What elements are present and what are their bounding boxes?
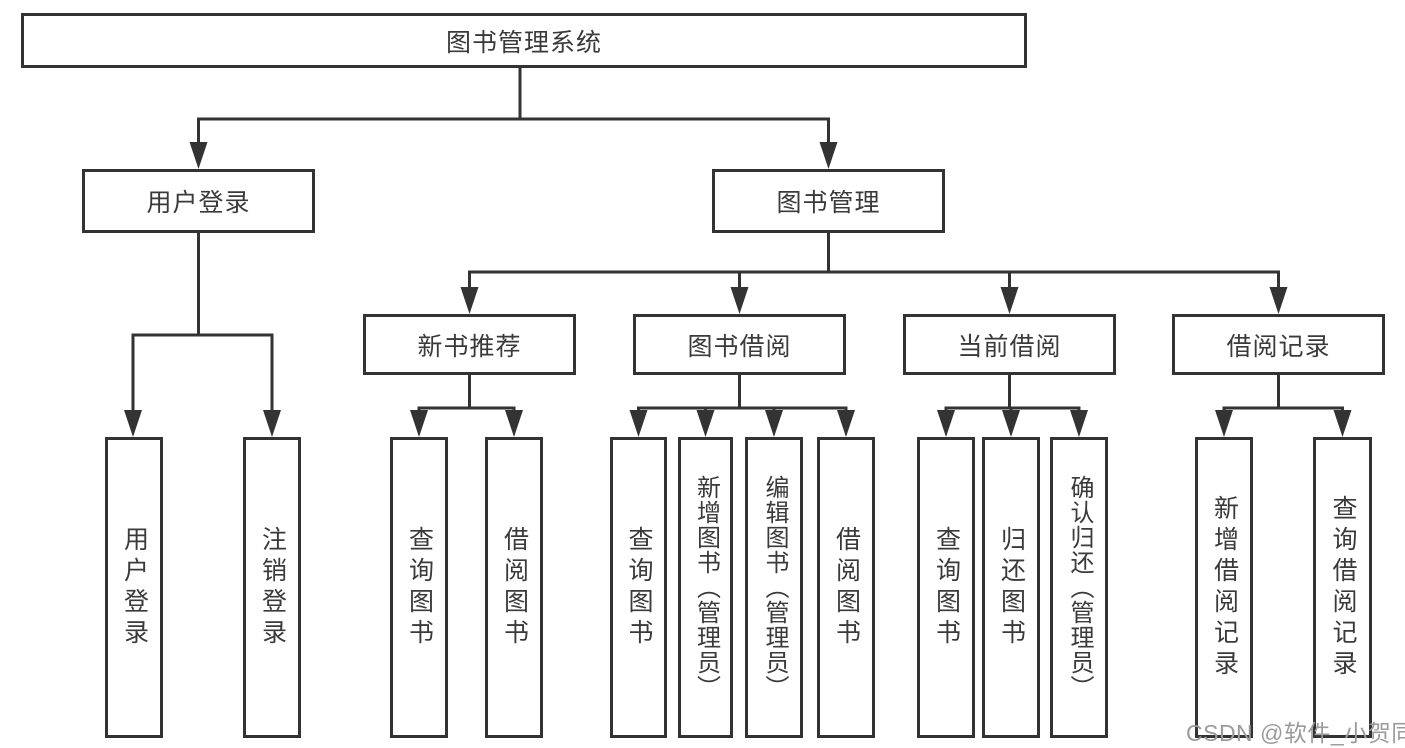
leaf-query-borrow-record: 查询借阅记录 — [1313, 437, 1372, 738]
node-label: 查询图书 — [625, 525, 653, 650]
node-label: 查询图书 — [405, 525, 434, 650]
node-label: 归还图书 — [997, 525, 1026, 650]
leaf-logout: 注销登录 — [243, 437, 301, 738]
node-label: 查询图书 — [932, 525, 961, 650]
node-user-login: 用户登录 — [82, 169, 315, 233]
node-label: 编辑图书（管理员） — [761, 475, 788, 700]
node-label: 查询借阅记录 — [1329, 494, 1357, 681]
node-borrowing-records: 借阅记录 — [1172, 314, 1385, 375]
node-book-management: 图书管理 — [712, 169, 945, 233]
leaf-add-books-admin: 新增图书（管理员） — [678, 437, 733, 738]
leaf-borrow-books: 借阅图书 — [817, 437, 875, 738]
node-label: 借阅图书 — [500, 525, 529, 650]
node-label: 当前借阅 — [957, 332, 1062, 361]
csdn-watermark: CSDN @软件_小贺同学 — [1186, 720, 1405, 746]
leaf-edit-books-admin: 编辑图书（管理员） — [745, 437, 803, 738]
node-book-borrowing: 图书借阅 — [633, 314, 846, 375]
leaf-query-books-borrow: 查询图书 — [610, 437, 667, 738]
leaf-query-books-current: 查询图书 — [917, 437, 975, 738]
leaf-query-books-recommend: 查询图书 — [390, 437, 448, 738]
node-label: 借阅记录 — [1226, 332, 1331, 361]
node-new-book-recommendation: 新书推荐 — [363, 314, 576, 375]
leaf-borrow-books-recommend: 借阅图书 — [485, 437, 543, 738]
node-label: 图书管理系统 — [445, 28, 602, 57]
node-label: 图书借阅 — [687, 332, 792, 361]
node-label: 新增借阅记录 — [1210, 494, 1239, 681]
leaf-return-books: 归还图书 — [982, 437, 1040, 738]
node-label: 借阅图书 — [832, 525, 861, 650]
leaf-add-borrow-record: 新增借阅记录 — [1195, 437, 1253, 738]
node-library-management-system: 图书管理系统 — [21, 13, 1027, 68]
node-label: 新增图书（管理员） — [692, 475, 720, 700]
node-label: 注销登录 — [258, 525, 287, 650]
node-label: 新书推荐 — [417, 332, 522, 361]
node-label: 用户登录 — [120, 525, 149, 650]
node-label: 用户登录 — [146, 189, 251, 217]
node-label: 图书管理 — [776, 189, 881, 217]
leaf-user-login: 用户登录 — [105, 437, 163, 738]
node-current-borrowing: 当前借阅 — [903, 314, 1116, 375]
leaf-confirm-return-admin: 确认归还（管理员） — [1050, 437, 1108, 738]
node-label: 确认归还（管理员） — [1066, 475, 1093, 700]
